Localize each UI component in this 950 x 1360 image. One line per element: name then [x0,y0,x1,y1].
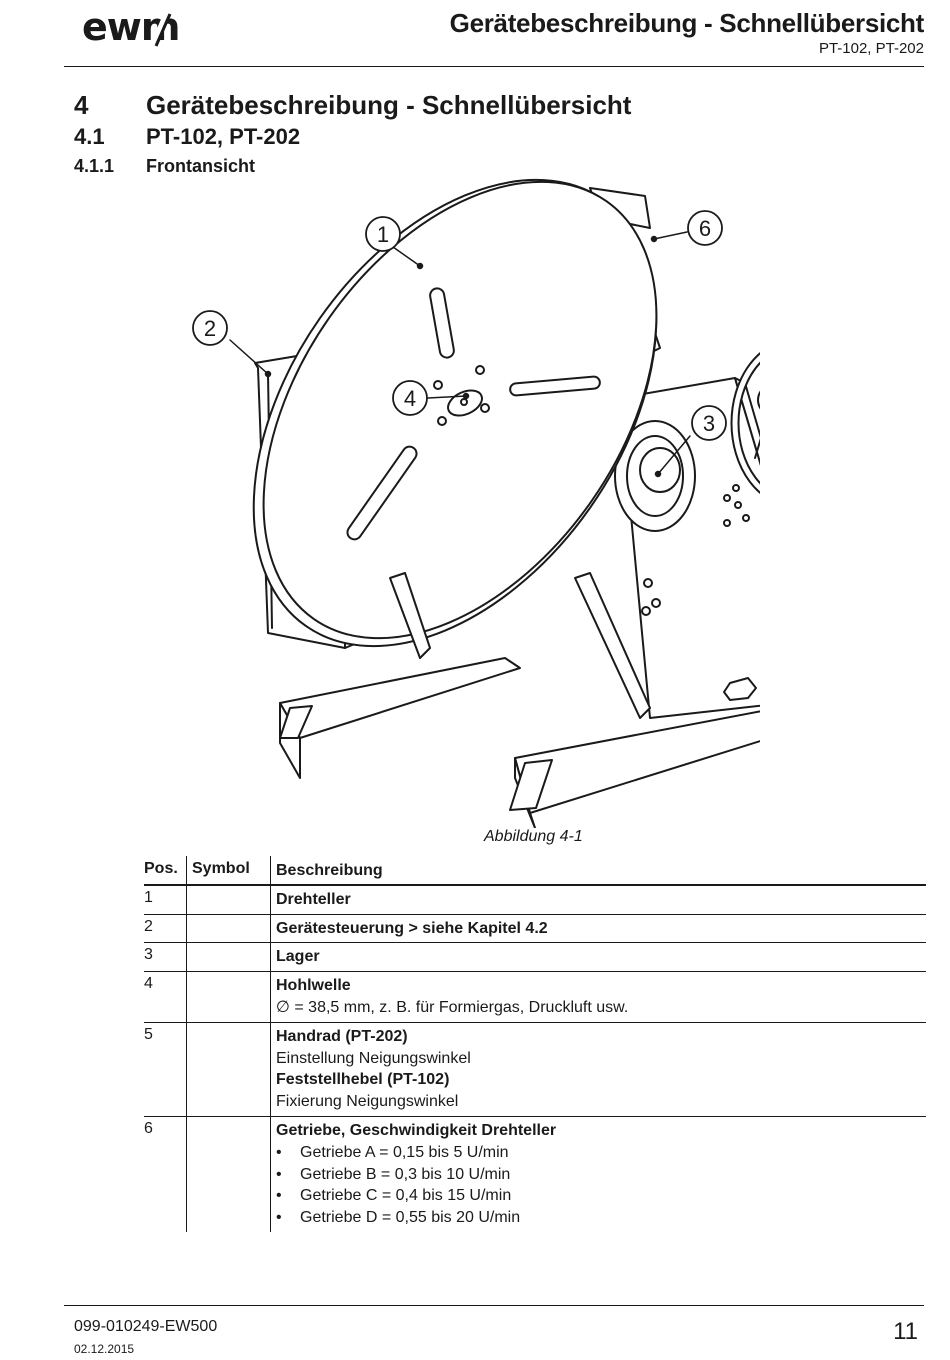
svg-text:1: 1 [377,222,389,247]
row-symbol [186,942,270,972]
row-title: Getriebe, Geschwindigkeit Drehteller [276,1121,557,1139]
list-item: •Getriebe D = 0,55 bis 20 U/min [276,1209,521,1227]
svg-text:4: 4 [404,386,416,411]
row-description: Drehteller [270,884,926,914]
ewm-logo: ewm [82,8,180,48]
row-description: Gerätesteuerung > siehe Kapitel 4.2 [270,913,926,943]
row-symbol [186,971,270,1022]
row-detail: Einstellung Neigungswinkel [276,1049,471,1067]
row-description: Handrad (PT-202) Einstellung Neigungswin… [270,1021,926,1116]
document-date: 02.12.2015 [74,1342,135,1356]
col-pos-header: Pos. [144,860,178,877]
row-pos: 2 [144,917,153,935]
row-description: Hohlwelle ∅ = 38,5 mm, z. B. für Formier… [270,971,926,1022]
col-symbol-header: Symbol [186,856,270,885]
row-symbol [186,884,270,914]
table-row: 5 Handrad (PT-202) Einstellung Neigungsw… [144,1021,926,1116]
row-pos: 1 [144,888,153,906]
list-item: •Getriebe B = 0,3 bis 10 U/min [276,1165,511,1183]
header-divider [64,66,924,67]
row-description: Lager [270,942,926,972]
row-detail: Fixierung Neigungswinkel [276,1093,459,1111]
document-number: 099-010249-EW500 [74,1318,218,1335]
callout-4: 4 [392,380,428,416]
list-item: •Getriebe A = 0,15 bis 5 U/min [276,1143,509,1161]
callout-6: 6 [687,210,723,246]
row-detail: ∅ = 38,5 mm, z. B. für Formiergas, Druck… [276,998,629,1016]
row-symbol [186,1021,270,1116]
table-row: 4 Hohlwelle ∅ = 38,5 mm, z. B. für Formi… [144,971,926,1022]
table-row: 3 Lager [144,942,926,972]
row-title: Drehteller [276,890,351,908]
row-symbol [186,1115,270,1232]
row-pos: 4 [144,975,153,993]
base-rear [279,657,521,779]
callout-2: 2 [192,310,228,346]
row-title: Handrad (PT-202) [276,1027,408,1045]
row-title: Gerätesteuerung > siehe Kapitel 4.2 [276,919,548,937]
table-row: 1 Drehteller [144,884,926,914]
turntable [252,178,658,648]
positioner-drawing: 1 2 3 4 5 6 [192,178,760,828]
table-header: Pos. Symbol Beschreibung [144,856,926,885]
svg-text:2: 2 [204,316,216,341]
row-title: Feststellhebel (PT-102) [276,1071,450,1089]
table-row: 6 Getriebe, Geschwindigkeit Drehteller •… [144,1115,926,1232]
legend-table: Pos. Symbol Beschreibung 1 Drehteller 2 … [144,856,926,1232]
col-description-header: Beschreibung [270,856,926,885]
svg-text:6: 6 [699,216,711,241]
row-pos: 5 [144,1025,153,1043]
list-item: •Getriebe C = 0,4 bis 15 U/min [276,1187,512,1205]
row-title: Lager [276,948,320,966]
row-pos: 6 [144,1119,153,1137]
page-number: 11 [893,1318,918,1345]
row-pos: 3 [144,946,153,964]
callout-3: 3 [691,405,727,441]
row-title: Hohlwelle [276,977,351,995]
callout-1: 1 [365,216,401,252]
row-description: Getriebe, Geschwindigkeit Drehteller •Ge… [270,1115,926,1232]
table-row: 2 Gerätesteuerung > siehe Kapitel 4.2 [144,913,926,943]
header-subtitle: PT-102, PT-202 [818,40,924,57]
row-symbol [186,913,270,943]
base-front [389,572,760,828]
header-title: Gerätebeschreibung - Schnellübersicht [449,8,925,38]
handwheel [730,352,760,494]
footer-divider [64,1305,924,1306]
svg-text:3: 3 [703,411,715,436]
callout-leaders [229,231,691,478]
figure-caption: Abbildung 4-1 [484,828,583,845]
